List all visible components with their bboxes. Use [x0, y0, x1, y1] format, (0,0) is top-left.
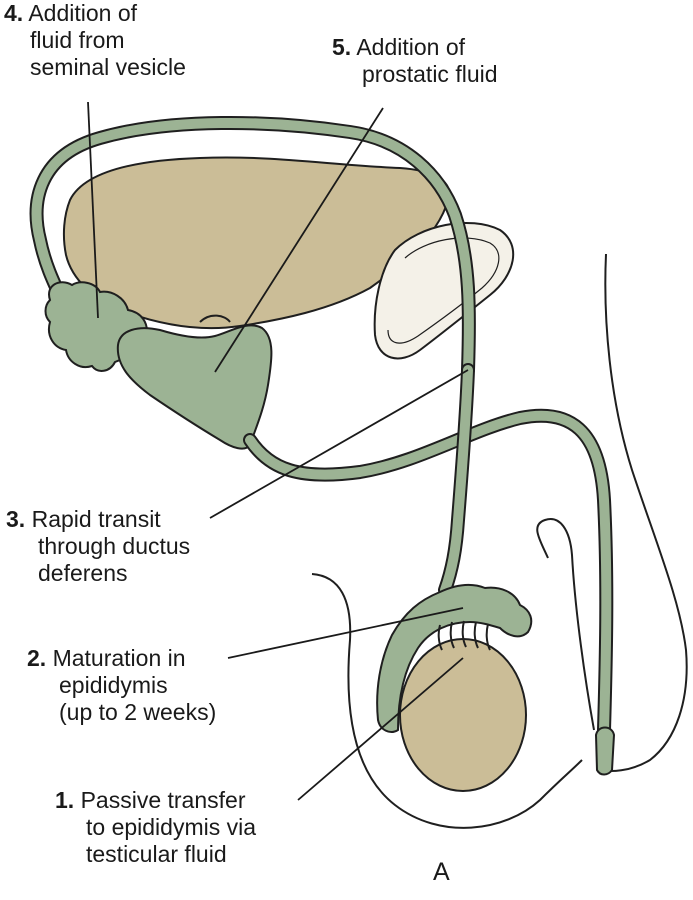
label-4: 4. Addition of fluid from seminal vesicl… — [4, 0, 186, 81]
ductus-deferens-descending-fill — [440, 365, 473, 595]
urethral-meatus — [594, 726, 616, 776]
penis-outline-right — [599, 253, 688, 772]
label-2-line-2: epididymis — [59, 672, 168, 698]
label-3: 3. Rapid transit through ductus deferens — [6, 506, 190, 587]
label-2-line-3: (up to 2 weeks) — [59, 699, 217, 725]
label-3-line-2: through ductus — [38, 533, 191, 559]
label-1-line-2: to epididymis via — [86, 814, 257, 840]
label-4-line-1: Addition of — [28, 0, 138, 26]
label-1-line-3: testicular fluid — [86, 841, 227, 867]
label-5: 5. Addition of prostatic fluid — [332, 34, 498, 88]
label-4-line-2: fluid from — [30, 27, 125, 53]
label-5-number: 5. — [332, 34, 352, 60]
leader-lines — [87, 101, 469, 801]
leader-line-3 — [209, 369, 469, 519]
panel-letter: A — [433, 858, 450, 886]
label-3-line-1: Rapid transit — [31, 506, 161, 532]
label-3-line-3: deferens — [38, 560, 128, 586]
penis-outline-inner — [536, 518, 595, 731]
label-2-number: 2. — [27, 645, 47, 671]
label-2: 2. Maturation in epididymis (up to 2 wee… — [27, 645, 216, 726]
efferent-ductules — [437, 620, 491, 651]
label-4-number: 4. — [4, 0, 24, 26]
testis — [399, 638, 527, 792]
leader-line-5 — [214, 107, 384, 373]
pubic-bone — [373, 222, 515, 360]
label-2-line-1: Maturation in — [52, 645, 186, 671]
ductus-deferens-loop-fill — [31, 117, 474, 375]
scrotum-outline — [311, 573, 583, 829]
label-1-line-1: Passive transfer — [80, 787, 246, 813]
label-1-number: 1. — [55, 787, 75, 813]
leader-line-4 — [87, 101, 99, 319]
urethra-fill — [245, 410, 612, 771]
label-1: 1. Passive transfer to epididymis via te… — [55, 787, 256, 868]
label-5-line-2: prostatic fluid — [362, 61, 498, 87]
prostate — [116, 324, 273, 450]
bladder-neck — [199, 314, 231, 323]
leader-line-1 — [297, 657, 464, 801]
label-5-line-1: Addition of — [356, 34, 466, 60]
leader-line-2 — [227, 607, 464, 659]
label-4-line-3: seminal vesicle — [30, 54, 186, 80]
label-3-number: 3. — [6, 506, 26, 532]
epididymis — [376, 583, 533, 733]
